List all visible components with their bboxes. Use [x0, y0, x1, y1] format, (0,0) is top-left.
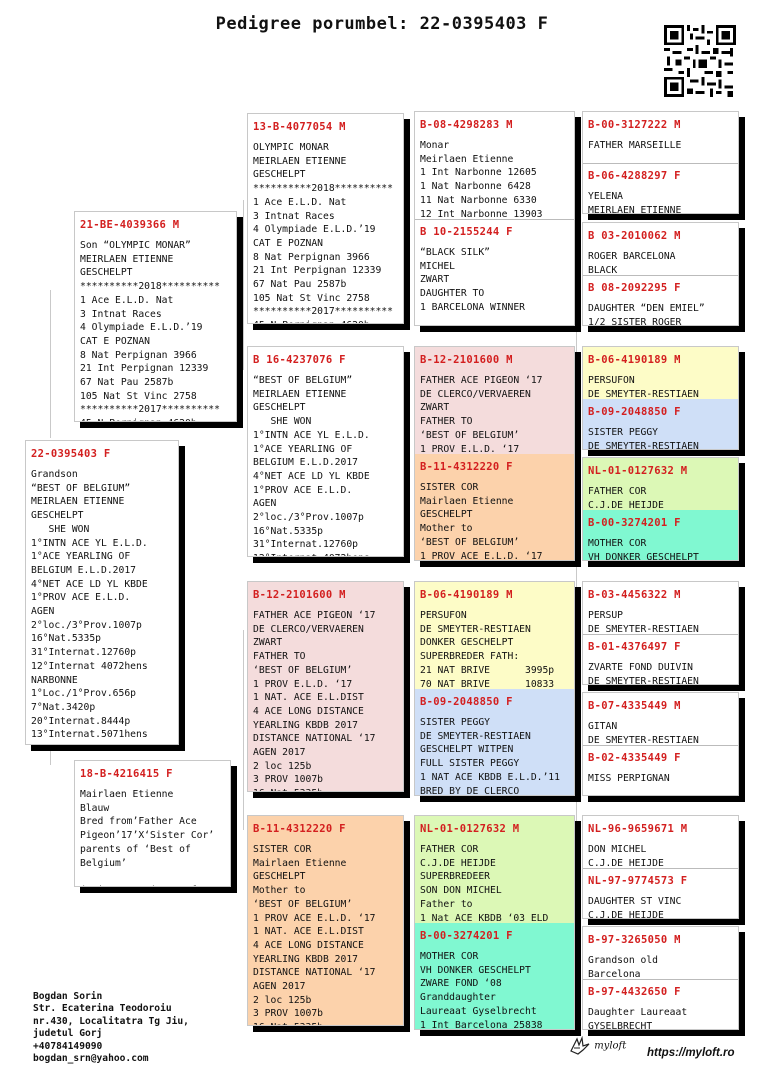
pigeon-id: B-11-4312220 F: [253, 823, 346, 835]
gen4-pair: NL-01-0127632 M FATHER COR C.J.DE HEIJDE…: [582, 457, 739, 561]
pigeon-details: Grandson “BEST OF BELGIUM” MEIRLAEN ETIE…: [31, 469, 148, 741]
grandparent-card[interactable]: 13-B-4077054 M OLYMPIC MONAR MEIRLAEN ET…: [247, 113, 404, 324]
pigeon-details: FATHER COR C.J.DE HEIJDE SUPERBREDEER SO…: [420, 844, 549, 923]
pigeon-id: B-09-2048850 F: [588, 406, 681, 418]
website-link[interactable]: https://myloft.ro: [647, 1047, 735, 1059]
pigeon-details: ROGER BARCELONA BLACK: [588, 251, 676, 275]
pigeon-id: B-06-4190189 M: [420, 589, 513, 601]
pigeon-details: SISTER PEGGY DE SMEYTER-RESTIAEN: [588, 427, 699, 450]
pigeon-details: OLYMPIC MONAR MEIRLAEN ETIENNE GESCHELPT…: [253, 142, 393, 323]
pigeon-id: B-03-4456322 M: [588, 589, 681, 601]
pigeon-details: YELENA MEIRLAEN ETIENNE: [588, 191, 682, 214]
pigeon-id: 18-B-4216415 F: [80, 768, 173, 780]
great-grandparent-pair: B-06-4190189 M PERSUFON DE SMEYTER-RESTI…: [414, 581, 575, 796]
pigeon-details: ZVARTE FOND DUIVIN DE SMEYTER-RESTIAEN: [588, 662, 699, 685]
pigeon-id: B-02-4335449 F: [588, 752, 681, 764]
bird-icon: [570, 1035, 590, 1055]
grandparent-card[interactable]: B-11-4312220 F SISTER COR Mairlaen Etien…: [247, 815, 404, 1026]
gen4-pair: B-97-3265050 M Grandson old Barcelona B-…: [582, 926, 739, 1030]
logo-text: myloft: [594, 1040, 627, 1052]
pigeon-id: B-12-2101600 M: [420, 354, 513, 366]
pigeon-details: SISTER COR Mairlaen Etienne GESCHELPT Mo…: [420, 482, 543, 561]
pigeon-id: B-00-3274201 F: [588, 517, 681, 529]
pigeon-id: B-11-4312220 F: [420, 461, 513, 473]
pigeon-details: “BLACK SILK” MICHEL ZWART DAUGHTER TO 1 …: [420, 247, 525, 313]
pigeon-details: MISS PERPIGNAN: [588, 773, 670, 784]
pigeon-id: B-01-4376497 F: [588, 641, 681, 653]
pigeon-id: B-00-3127222 M: [588, 119, 681, 131]
pigeon-id: B-12-2101600 M: [253, 589, 346, 601]
pigeon-id: B 03-2010062 M: [588, 230, 681, 242]
pigeon-details: SISTER PEGGY DE SMEYTER-RESTIAEN GESCHEL…: [420, 717, 560, 796]
pigeon-details: FATHER ACE PIGEON ‘17 DE CLERCO/VERVAERE…: [253, 610, 376, 791]
dam-card[interactable]: 18-B-4216415 F Mairlaen Etienne Blauw Br…: [74, 760, 231, 887]
pigeon-details: PERSUFON DE SMEYTER-RESTIAEN: [588, 375, 699, 399]
pigeon-id: B-97-3265050 M: [588, 934, 681, 946]
pigeon-id: B 08-2092295 F: [588, 282, 681, 294]
pigeon-details: MOTHER COR VH DONKER GESCHELPT ZWARE FON…: [420, 951, 543, 1030]
pigeon-details: FATHER ACE PIGEON ‘17 DE CLERCO/VERVAERE…: [420, 375, 543, 454]
grandparent-card[interactable]: B-12-2101600 M FATHER ACE PIGEON ‘17 DE …: [247, 581, 404, 792]
pigeon-details: DAUGHTER “DEN EMIEL” 1/2 SISTER ROGER: [588, 303, 705, 326]
pigeon-id: B-09-2048850 F: [420, 696, 513, 708]
pigeon-details: Mairlaen Etienne Blauw Bred from’Father …: [80, 789, 215, 886]
pigeon-details: Grandson old Barcelona: [588, 955, 658, 979]
pigeon-details: Son “OLYMPIC MONAR” MEIRLAEN ETIENNE GES…: [80, 240, 220, 421]
pigeon-details: SISTER COR Mairlaen Etienne GESCHELPT Mo…: [253, 844, 376, 1025]
qr-code: [664, 25, 736, 97]
pigeon-id: B-06-4190189 M: [588, 354, 681, 366]
page-title: Pedigree porumbel: 22-0395403 F: [215, 14, 549, 34]
sire-card[interactable]: 21-BE-4039366 M Son “OLYMPIC MONAR” MEIR…: [74, 211, 237, 422]
gen4-pair: B-00-3127222 M FATHER MARSEILLE B-06-428…: [582, 111, 739, 214]
gen4-pair: B-06-4190189 M PERSUFON DE SMEYTER-RESTI…: [582, 346, 739, 450]
pigeon-id: NL-96-9659671 M: [588, 823, 688, 835]
great-grandparent-pair: B-12-2101600 M FATHER ACE PIGEON ‘17 DE …: [414, 346, 575, 561]
pigeon-id: NL-01-0127632 M: [420, 823, 520, 835]
pigeon-details: DAUGHTER ST VINC C.J.DE HEIJDE: [588, 896, 682, 919]
gen4-pair: NL-96-9659671 M DON MICHEL C.J.DE HEIJDE…: [582, 815, 739, 919]
gen4-pair: B-07-4335449 M GITAN DE SMEYTER-RESTIAEN…: [582, 692, 739, 796]
gen4-pair: B 03-2010062 M ROGER BARCELONA BLACK B 0…: [582, 222, 739, 326]
pigeon-id: NL-97-9774573 F: [588, 875, 688, 887]
pigeon-details: FATHER COR C.J.DE HEIJDE: [588, 486, 664, 510]
pigeon-id: B-07-4335449 M: [588, 700, 681, 712]
pigeon-id: NL-01-0127632 M: [588, 465, 688, 477]
pigeon-details: Daughter Laureaat GYSELBRECHT: [588, 1007, 688, 1030]
pigeon-id: B 10-2155244 F: [420, 226, 513, 238]
pigeon-details: PERSUP DE SMEYTER-RESTIAEN: [588, 610, 699, 634]
great-grandparent-pair: NL-01-0127632 M FATHER COR C.J.DE HEIJDE…: [414, 815, 575, 1030]
pigeon-details: PERSUFON DE SMEYTER-RESTIAEN DONKER GESC…: [420, 610, 555, 689]
pigeon-details: MOTHER COR VH DONKER GESCHELPT: [588, 538, 699, 561]
pigeon-details: Monar Meirlaen Etienne 1 Int Narbonne 12…: [420, 140, 543, 219]
pigeon-id: B-97-4432650 F: [588, 986, 681, 998]
pigeon-id: B-06-4288297 F: [588, 170, 681, 182]
pigeon-details: “BEST OF BELGIUM” MEIRLAEN ETIENNE GESCH…: [253, 375, 370, 556]
pigeon-details: GITAN DE SMEYTER-RESTIAEN: [588, 721, 699, 745]
grandparent-card[interactable]: B 16-4237076 F “BEST OF BELGIUM” MEIRLAE…: [247, 346, 404, 557]
pigeon-id: 21-BE-4039366 M: [80, 219, 180, 231]
myloft-logo: myloft: [569, 1035, 627, 1056]
pigeon-details: DON MICHEL C.J.DE HEIJDE: [588, 844, 664, 868]
pigeon-id: B 16-4237076 F: [253, 354, 346, 366]
pigeon-id: 22-0395403 F: [31, 448, 111, 460]
subject-card[interactable]: 22-0395403 F Grandson “BEST OF BELGIUM” …: [25, 440, 179, 745]
pigeon-id: B-00-3274201 F: [420, 930, 513, 942]
gen4-pair: B-03-4456322 M PERSUP DE SMEYTER-RESTIAE…: [582, 581, 739, 685]
owner-contact: Bogdan Sorin Str. Ecaterina Teodoroiu nr…: [33, 991, 189, 1065]
pigeon-id: B-08-4298283 M: [420, 119, 513, 131]
pigeon-details: FATHER MARSEILLE: [588, 140, 682, 151]
pigeon-id: 13-B-4077054 M: [253, 121, 346, 133]
great-grandparent-pair: B-08-4298283 M Monar Meirlaen Etienne 1 …: [414, 111, 575, 326]
